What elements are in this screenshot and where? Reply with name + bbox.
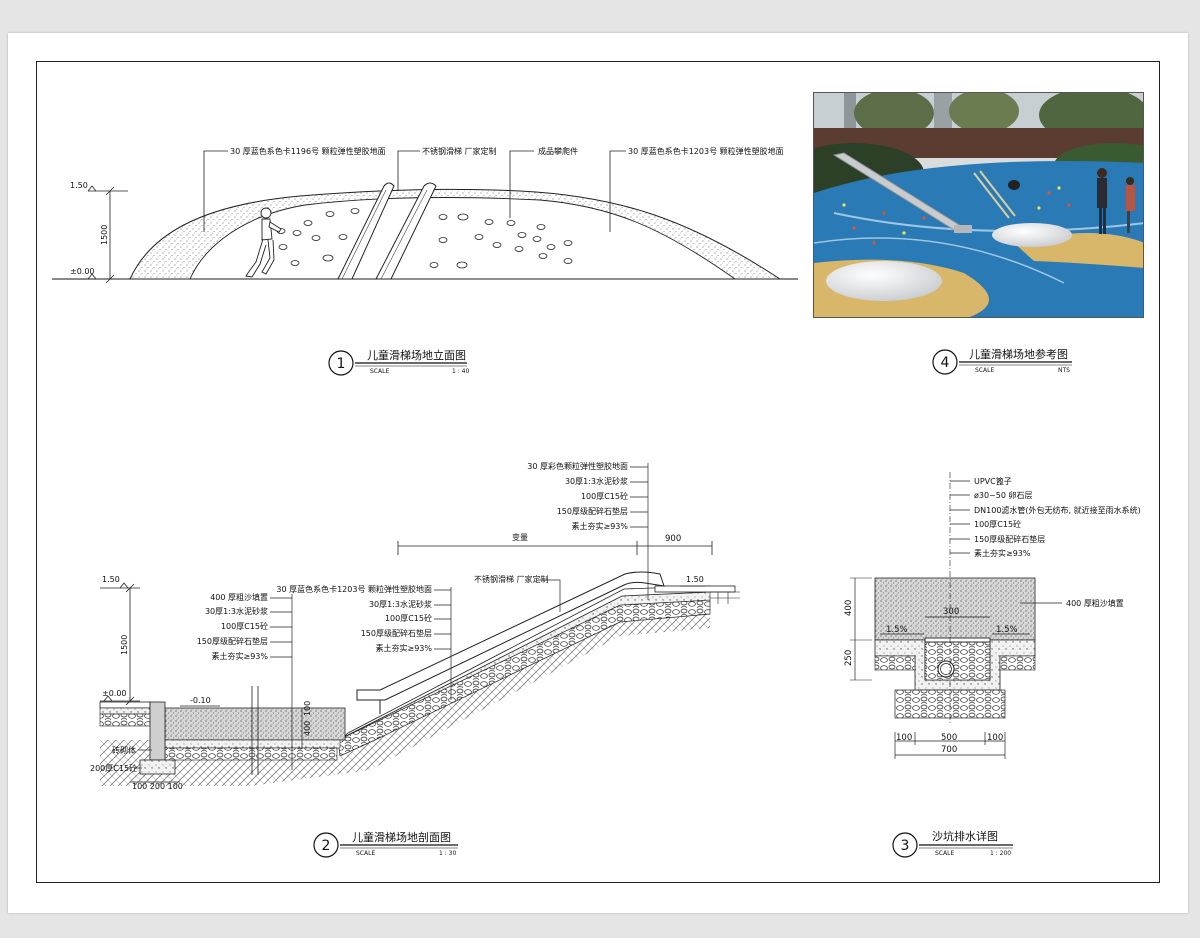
section-sand-layer-4: 150厚级配碎石垫层 (197, 636, 268, 646)
drain-layer-5: 150厚级配碎石垫层 (974, 534, 1045, 544)
section-top-layer-1: 30 厚彩色颗粒弹性塑胶地面 (527, 461, 628, 471)
section-slope-layer-3: 100厚C15砼 (385, 613, 432, 623)
drawing-2-number: 2 (322, 838, 331, 854)
drawing-frame (36, 61, 1160, 883)
section-wall-label: 砖砌体 (112, 745, 136, 755)
drawing-2-section: 400 100 1.50 ±0.00 -0.10 1.50 1500 变量 90… (90, 461, 740, 858)
drain-dim-500: 500 (941, 733, 957, 743)
drain-layer-3: DN100滤水管(外包无纺布, 就近接至雨水系统) (974, 505, 1141, 515)
section-footing-label: 200厚C15砼 (90, 763, 137, 773)
drawing-4-scale-value: NTS (1058, 367, 1070, 374)
drawing-3-scale-label: SCALE (935, 850, 954, 857)
section-slope-layer-5: 素土夯实≥93% (376, 643, 433, 653)
drawing-1-title: 儿童滑梯场地立面图 (367, 348, 466, 362)
drawing-4-title: 儿童滑梯场地参考图 (969, 347, 1068, 361)
drawing-3-number: 3 (901, 838, 910, 854)
reference-photo-image (814, 93, 1143, 317)
drain-dim-100a: 100 (896, 733, 912, 743)
section-top-layer-3: 100厚C15砼 (581, 491, 628, 501)
section-level-sand: -0.10 (190, 696, 211, 705)
drain-dim-100b: 100 (987, 733, 1003, 743)
section-height-dim: 1500 (120, 635, 129, 655)
section-slide-label: 不锈钢滑梯 厂家定制 (474, 574, 549, 584)
drawing-2-scale-label: SCALE (356, 850, 375, 857)
drawing-4-title-block: 4 儿童滑梯场地参考图 SCALE NTS (932, 347, 1072, 375)
drain-dim-300: 300 (943, 607, 959, 617)
drain-dim-400: 400 (844, 600, 854, 616)
drain-layer-2: ø30~50 卵石层 (974, 490, 1033, 500)
child-figure (245, 207, 282, 278)
drawing-3-scale-value: 1 : 200 (990, 850, 1011, 857)
section-sand-dim-b: 100 (303, 701, 312, 716)
drawing-2-scale-value: 1 : 30 (439, 850, 456, 857)
drawing-1-number: 1 (337, 356, 346, 372)
drawing-3-title: 沙坑排水详图 (932, 829, 998, 843)
section-level-zero: ±0.00 (102, 689, 127, 698)
drain-slope-left: 1.5% (886, 625, 908, 635)
elevation-level-top: 1.50 (70, 181, 88, 190)
elevation-annotation-4: 30 厚蓝色系色卡1203号 颗粒弹性塑胶地面 (628, 146, 784, 156)
elevation-annotation-3: 成品攀爬件 (538, 146, 578, 156)
section-slope-layer-2: 30厚1:3水泥砂浆 (369, 599, 432, 609)
drain-layer-4: 100厚C15砼 (974, 519, 1021, 529)
drawing-1-elevation: 1.50 ±0.00 1500 30 厚蓝色系色卡1196号 颗粒弹性塑胶地面 … (52, 146, 798, 376)
section-sand-layer-1: 400 厚粗沙填置 (210, 592, 268, 602)
drawing-1-scale-value: 1 : 40 (452, 368, 469, 375)
drain-dim-700: 700 (941, 745, 957, 755)
elevation-annotation-2: 不锈钢滑梯 厂家定制 (422, 146, 497, 156)
drawing-3-drain-detail: UPVC篦子 ø30~50 卵石层 DN100滤水管(外包无纺布, 就近接至雨水… (844, 472, 1141, 858)
section-sand-layer-5: 素土夯实≥93% (212, 651, 269, 661)
drain-layer-6: 素土夯实≥93% (974, 548, 1031, 558)
section-dim-variable: 变量 (512, 532, 528, 542)
drain-slope-right: 1.5% (996, 625, 1018, 635)
section-top-layer-5: 素土夯实≥93% (572, 521, 629, 531)
section-dim-900: 900 (665, 534, 681, 544)
section-level-top-right: 1.50 (686, 575, 704, 584)
section-sand-layer-2: 30厚1:3水泥砂浆 (205, 606, 268, 616)
section-top-layer-2: 30厚1:3水泥砂浆 (565, 476, 628, 486)
section-level-top-left: 1.50 (102, 575, 120, 584)
drawing-4-number: 4 (941, 355, 950, 371)
drain-sand-label: 400 厚粗沙填置 (1066, 598, 1124, 608)
drawing-4-scale-label: SCALE (975, 367, 994, 374)
drawing-2-title: 儿童滑梯场地剖面图 (352, 830, 451, 844)
elevation-level-zero: ±0.00 (70, 267, 95, 276)
section-sand-dim-a: 400 (303, 721, 312, 736)
elevation-annotation-1: 30 厚蓝色系色卡1196号 颗粒弹性塑胶地面 (230, 146, 386, 156)
drawing-1-scale-label: SCALE (370, 368, 389, 375)
section-slope-layer-4: 150厚级配碎石垫层 (361, 628, 432, 638)
section-sand-layer-3: 100厚C15砼 (221, 621, 268, 631)
section-top-layer-4: 150厚级配碎石垫层 (557, 506, 628, 516)
drain-dim-250: 250 (844, 650, 854, 666)
elevation-height-dim: 1500 (100, 225, 109, 245)
reference-photo (813, 92, 1144, 318)
section-bottom-dims: 100 200 100 (132, 782, 183, 791)
section-slope-layer-1: 30 厚蓝色系色卡1203号 颗粒弹性塑胶地面 (276, 584, 432, 594)
drain-layer-1: UPVC篦子 (974, 476, 1012, 486)
